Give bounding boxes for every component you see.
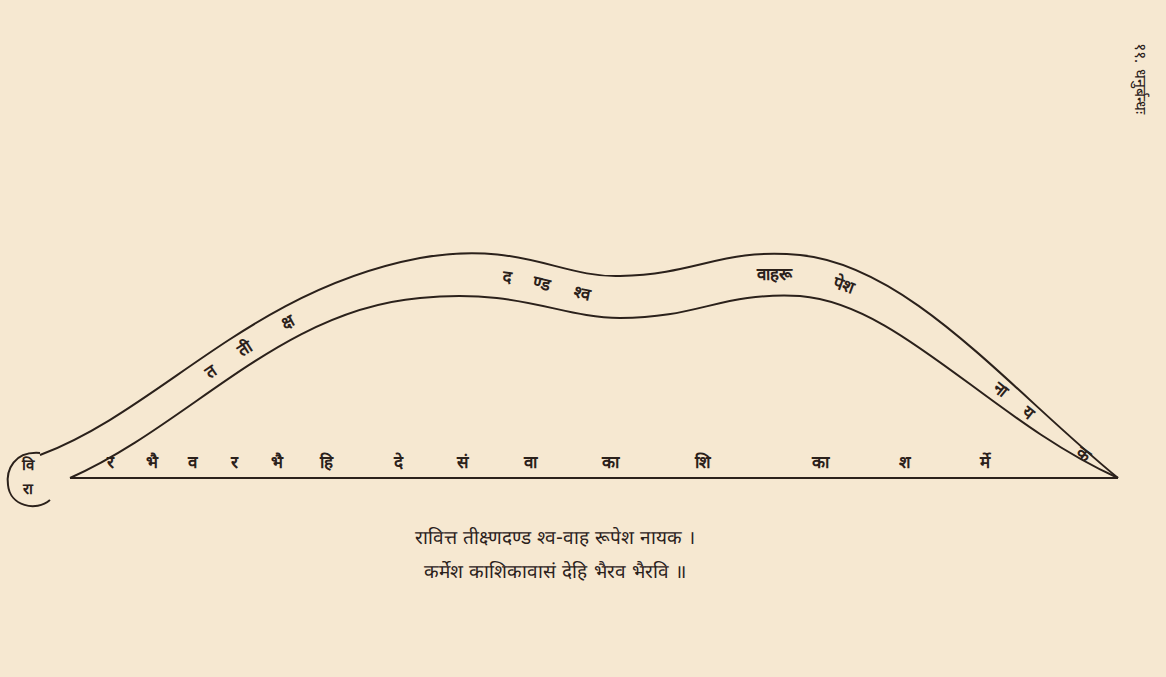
bow-syllable: द (501, 267, 513, 288)
string-syllable: व (188, 453, 197, 473)
bow-fill (40, 253, 1118, 478)
bow-curl (8, 453, 50, 506)
string-syllable: सं (457, 453, 468, 473)
string-syllable: श (899, 453, 911, 473)
page-heading: ११. धनुर्बन्धः (1131, 42, 1149, 113)
string-syllable: रा (23, 481, 33, 498)
string-syllable: र (107, 453, 114, 473)
bow-outer-edge (40, 253, 1118, 478)
bow-syllable: वाहरू (757, 265, 792, 285)
string-syllable: का (812, 453, 829, 473)
string-syllable: वा (524, 453, 537, 473)
string-syllable: र (231, 453, 238, 473)
string-syllable: दे (394, 453, 403, 473)
string-syllable: हि (320, 453, 333, 473)
string-syllable: भै (146, 453, 158, 473)
verse-line: कर्मेश काशिकावासं देहि भैरव भैरवि ॥ (424, 561, 685, 583)
string-syllable: का (602, 453, 619, 473)
bow-string (70, 477, 1118, 479)
string-syllable: वि (22, 457, 34, 474)
string-syllable: भै (271, 453, 283, 473)
bow-inner-edge (70, 296, 1118, 478)
verse-line: रावित्त तीक्ष्णदण्ड श्व-वाह रूपेश नायक । (415, 527, 695, 549)
string-syllable: शि (695, 453, 711, 473)
string-syllable: र्मे (980, 453, 990, 473)
